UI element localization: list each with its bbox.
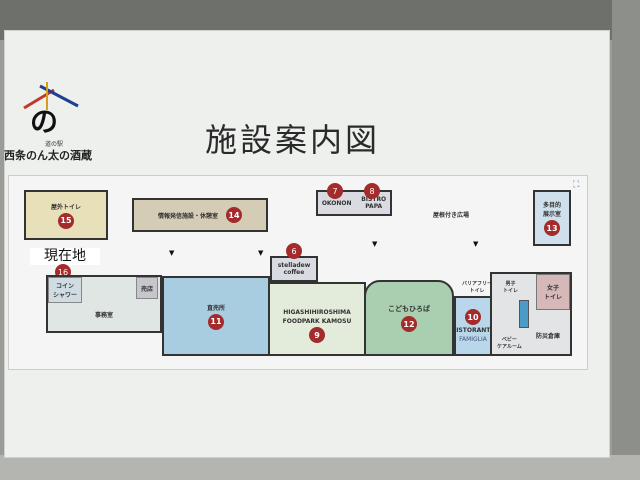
entrance-icon: ▼ [372, 240, 378, 248]
logo-mark: の [30, 105, 59, 138]
page-title: 施設案内図 [205, 121, 381, 159]
scan-icon: ⛶ [573, 180, 580, 190]
mens-toilet-area [519, 300, 529, 328]
logo-name: 西条のん太の酒蔵 [4, 149, 92, 162]
barrier-free-toilet-label: バリアフリー トイレ [462, 281, 493, 294]
room-womens-toilet: 女子 トイレ [536, 274, 570, 310]
logo-roof-icon [23, 82, 79, 110]
baby-care-label: ベビー ケアルーム [497, 337, 522, 350]
window-frame [612, 0, 640, 480]
entrance-icon: ▼ [258, 249, 264, 257]
room-coin-shower: コイン シャワー [48, 277, 82, 303]
marker-8: 8 [364, 183, 380, 199]
mens-toilet-label: 男子 トイレ [503, 281, 519, 294]
current-location-label: 現在地 [30, 248, 100, 265]
floor-background [0, 455, 640, 480]
entrance-icon: ▼ [473, 240, 479, 248]
marker-6: 6 [286, 243, 302, 259]
storage-label: 防災倉庫 [536, 333, 561, 340]
covered-plaza-label: 屋根付き広場 [433, 212, 470, 219]
marker-7: 7 [327, 183, 343, 199]
room-shop: 売店 [136, 277, 158, 299]
logo-subtitle: 道の駅 [45, 141, 64, 148]
room-coffee: stelladew coffee [270, 256, 318, 282]
entrance-icon: ▼ [169, 249, 175, 257]
